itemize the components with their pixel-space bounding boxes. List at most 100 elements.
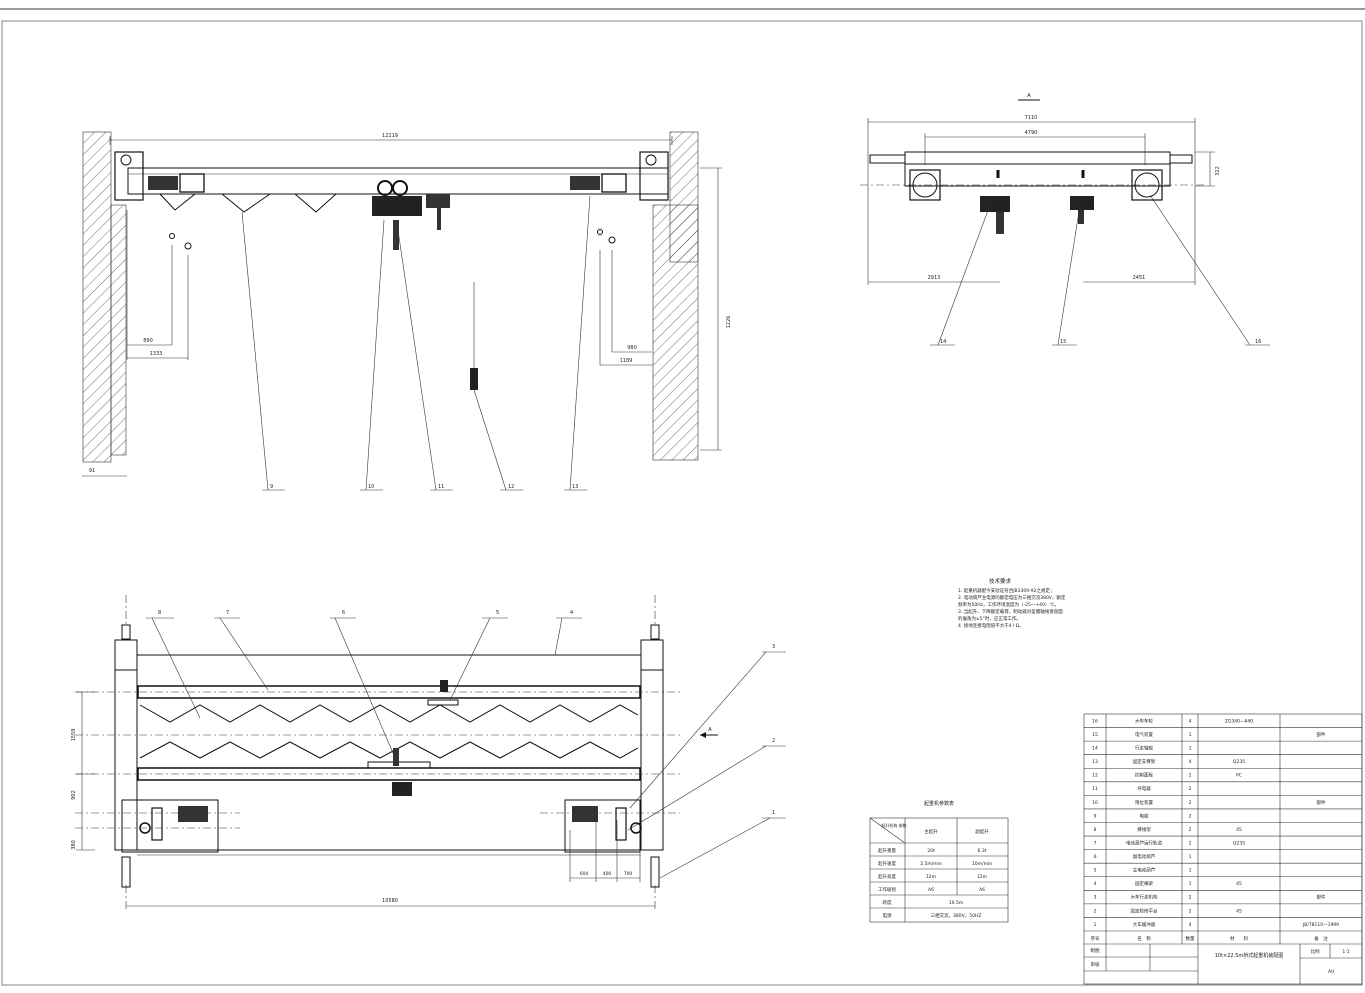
aux-hoist bbox=[426, 194, 450, 208]
bom-footer-col: 备 注 bbox=[1314, 935, 1328, 942]
bom-cell: 4 bbox=[1189, 718, 1192, 724]
bom-cell: 2 bbox=[1189, 827, 1192, 833]
bom-cell: 大车行走机构 bbox=[1131, 894, 1158, 901]
elevation-view bbox=[82, 131, 722, 491]
elevation-left-dim-2: 1333 bbox=[150, 351, 163, 357]
bom-cell: 8 bbox=[1094, 827, 1097, 833]
callout-15: 15 bbox=[1060, 339, 1066, 345]
bom-cell: 固定横梁 bbox=[1135, 880, 1153, 887]
bom-cell: 10 bbox=[1092, 800, 1098, 806]
callout-7: 7 bbox=[226, 610, 229, 616]
bom-cell: 2 bbox=[1189, 786, 1192, 792]
tech-note-line: 3. 当起升、下降额定载荷，制动器对差膜轴线盘盘面 bbox=[958, 608, 1063, 615]
bom-cell: 行走轴观 bbox=[1135, 745, 1153, 752]
callout-10: 10 bbox=[368, 484, 374, 490]
bom-cell: 电动葫芦运行轨道 bbox=[1126, 839, 1162, 846]
params-cell: 起升高度 bbox=[878, 873, 896, 880]
bom-cell: 1 bbox=[1189, 868, 1192, 874]
side-inner-dim: 4790 bbox=[1025, 130, 1038, 136]
bom-cell: 部件 bbox=[1317, 799, 1326, 806]
tech-note-line: 2. 电动葫芦主电源的额定电压为三相交流380V，额定 bbox=[958, 594, 1066, 601]
callout-5: 5 bbox=[496, 610, 499, 616]
params-cell: 起升重量 bbox=[878, 847, 896, 854]
elevation-right-dim-2: 1189 bbox=[620, 358, 633, 364]
params-table bbox=[869, 817, 1009, 923]
bom-cell: 1 bbox=[1189, 746, 1192, 752]
bom-cell: 1 bbox=[1189, 732, 1192, 738]
side-overall-dim: 7110 bbox=[1025, 115, 1038, 121]
tech-note-line: 1. 起重机器配今安验证符合JB3309-92之规定； bbox=[958, 587, 1054, 594]
bom-cell: Q235 bbox=[1233, 840, 1245, 846]
params-cell: 跨度 bbox=[883, 899, 892, 906]
params-cell: 10.5m bbox=[949, 900, 963, 906]
callout-6: 6 bbox=[342, 610, 345, 616]
bom-footer-col: 名 称 bbox=[1137, 935, 1151, 942]
bom-cell: 导电器 bbox=[1137, 785, 1151, 792]
tech-notes-title: 技术要求 bbox=[989, 577, 1012, 585]
bom-cell: 12 bbox=[1092, 773, 1098, 779]
bom-cell: 15 bbox=[1092, 732, 1098, 738]
bom-cell: 5 bbox=[1094, 868, 1097, 874]
bom-cell: 电气装置 bbox=[1135, 731, 1153, 738]
bom-cell: 2 bbox=[1189, 813, 1192, 819]
bom-cell: 部件 bbox=[1317, 731, 1326, 738]
params-cell: 起升速度 bbox=[878, 860, 896, 867]
plan-aux-hoist bbox=[440, 680, 448, 692]
bom-cell: 4 bbox=[1189, 922, 1192, 928]
left-wall-hatch bbox=[82, 131, 112, 463]
params-cell: 电源 bbox=[883, 912, 892, 919]
bom-cell: 1 bbox=[1189, 854, 1192, 860]
callout-9: 9 bbox=[270, 484, 273, 490]
side-aux-hoist bbox=[1070, 196, 1094, 210]
elevation-right-dim-1: 980 bbox=[627, 345, 637, 351]
bom-cell: 4 bbox=[1094, 881, 1097, 887]
bom-cell: 9 bbox=[1094, 813, 1097, 819]
plan-lower-dim-2: 380 bbox=[71, 840, 77, 850]
bom-cell: JB/T8110—1999 bbox=[1302, 922, 1339, 928]
bom-cell: 45 bbox=[1236, 881, 1242, 887]
bom-footer-col: 数量 bbox=[1186, 935, 1195, 942]
bom-cell: 2 bbox=[1189, 895, 1192, 901]
sheet-code: A0 bbox=[1328, 969, 1334, 975]
callout-2: 2 bbox=[772, 738, 775, 744]
checker-label: 审核 bbox=[1091, 961, 1100, 968]
side-height-dim: 322 bbox=[1215, 166, 1221, 176]
right-wall-column bbox=[652, 204, 699, 461]
right-travel-motor bbox=[570, 176, 600, 190]
bom-cell: 16 bbox=[1092, 718, 1098, 724]
elevation-left-dim-1: 890 bbox=[143, 338, 153, 344]
bom-cell: 4 bbox=[1189, 759, 1192, 765]
tech-note-line: 4. 接地连接电阻值不大于4 I Ω。 bbox=[958, 622, 1024, 629]
bom-cell: 3 bbox=[1094, 895, 1097, 901]
params-cell: A6 bbox=[928, 887, 934, 893]
bom-cell: 6 bbox=[1094, 854, 1097, 860]
rail-upper bbox=[137, 685, 641, 699]
params-cell: 6.3t bbox=[978, 848, 987, 854]
plan-bottom-dim: 10580 bbox=[382, 898, 398, 904]
params-cell: 12m bbox=[926, 874, 936, 880]
callout-11: 11 bbox=[438, 484, 444, 490]
main-hoist bbox=[372, 196, 422, 216]
elevation-bottom-dim: 91 bbox=[89, 468, 95, 474]
bom-footer-col: 序号 bbox=[1091, 935, 1100, 942]
bom-cell: 主电动葫芦 bbox=[1133, 867, 1156, 874]
left-travel-motor bbox=[148, 176, 178, 190]
rail-lower bbox=[137, 767, 641, 781]
pendant-control bbox=[470, 368, 478, 390]
side-right-dim: 2451 bbox=[1133, 275, 1146, 281]
left-wall-column bbox=[110, 204, 127, 456]
plan-view bbox=[75, 595, 786, 912]
tech-note-line: 的偏角为±5°时，应正常工作。 bbox=[958, 615, 1021, 622]
bom-cell: 14 bbox=[1092, 746, 1098, 752]
bom-cell: ZG340—640 bbox=[1225, 718, 1253, 724]
plan-small-dim-3: 700 bbox=[624, 871, 633, 877]
plan-main-hoist bbox=[392, 782, 412, 796]
params-header-2: 副起升 bbox=[975, 828, 989, 835]
plan-lower-dim-1: 902 bbox=[71, 790, 77, 800]
plan-small-dim-2: 400 bbox=[603, 871, 612, 877]
drawing-title: 10t×22.5m桥式起重机装配图 bbox=[1215, 952, 1284, 959]
params-cell: 12m bbox=[977, 874, 987, 880]
bom-cell: Q235 bbox=[1233, 759, 1245, 765]
